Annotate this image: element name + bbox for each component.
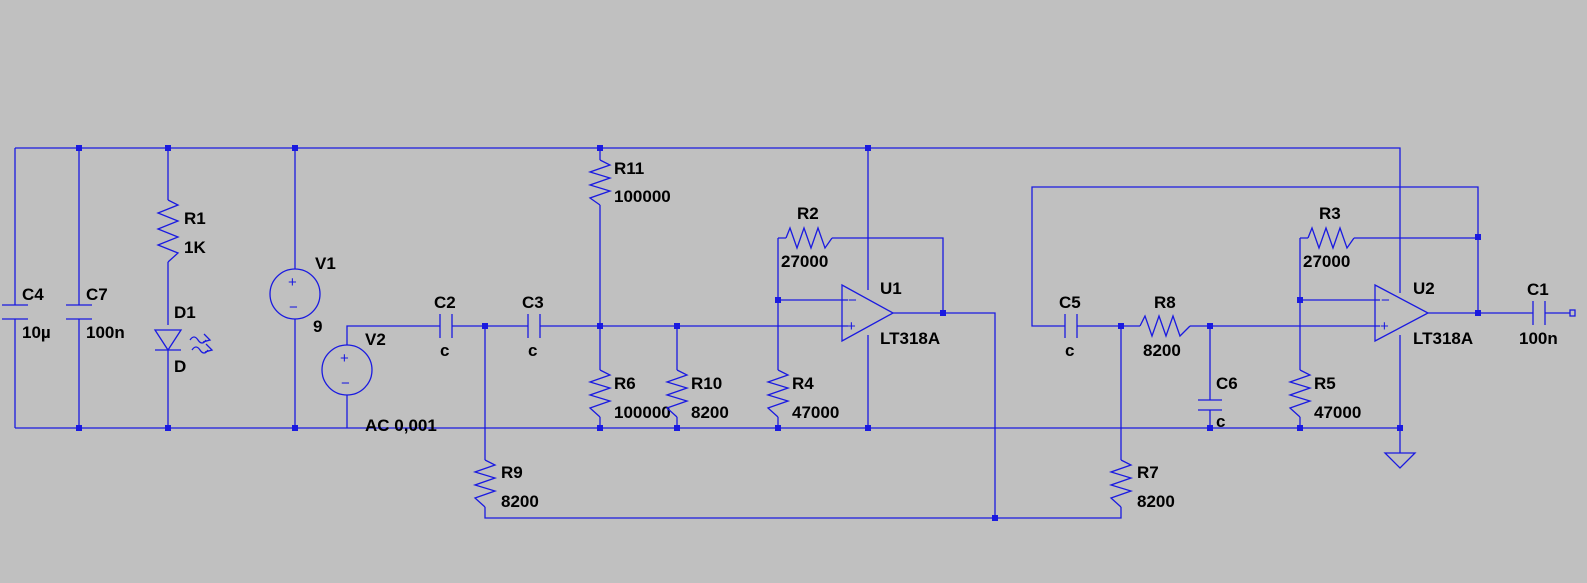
v2-ref: V2 xyxy=(365,330,386,349)
resistor-r4[interactable]: R4 47000 xyxy=(765,369,839,422)
r4-ref: R4 xyxy=(792,374,814,393)
r3-ref: R3 xyxy=(1319,204,1341,223)
r1-value: 1K xyxy=(184,238,206,257)
resistor-r2[interactable]: R2 27000 xyxy=(781,204,833,271)
c1-ref: C1 xyxy=(1527,280,1549,299)
capacitor-c5[interactable]: C5 c xyxy=(1059,293,1081,360)
resistor-r1[interactable]: R1 1K xyxy=(156,199,206,263)
r3-value: 27000 xyxy=(1303,252,1350,271)
c6-ref: C6 xyxy=(1216,374,1238,393)
r10-ref: R10 xyxy=(691,374,722,393)
c6-value: c xyxy=(1216,412,1225,431)
v2-minus: − xyxy=(341,375,350,392)
u2-plus: + xyxy=(1380,318,1389,335)
voltage-source-v2[interactable]: + − V2 AC 0,001 xyxy=(321,330,437,435)
r10-value: 8200 xyxy=(691,403,729,422)
led-d1[interactable]: D1 D xyxy=(153,303,214,376)
r8-value: 8200 xyxy=(1143,341,1181,360)
resistor-r9[interactable]: R9 8200 xyxy=(472,459,539,511)
r6-ref: R6 xyxy=(614,374,636,393)
c2-value: c xyxy=(440,341,449,360)
capacitor-c6[interactable]: C6 c xyxy=(1198,374,1238,431)
r1-ref: R1 xyxy=(184,209,206,228)
c4-ref: C4 xyxy=(22,285,44,304)
c1-value: 100n xyxy=(1519,329,1558,348)
v1-value: 9 xyxy=(313,317,322,336)
r5-ref: R5 xyxy=(1314,374,1336,393)
capacitor-c7[interactable]: C7 100n xyxy=(66,285,125,342)
u1-ref: U1 xyxy=(880,279,902,298)
r6-value: 100000 xyxy=(614,403,671,422)
c2-ref: C2 xyxy=(434,293,456,312)
resistor-r7[interactable]: R7 8200 xyxy=(1108,459,1175,511)
c5-ref: C5 xyxy=(1059,293,1081,312)
opamp-u1[interactable]: − + U1 LT318A xyxy=(841,279,940,348)
r7-ref: R7 xyxy=(1137,463,1159,482)
opamp-u2[interactable]: − + U2 LT318A xyxy=(1374,279,1473,348)
r7-value: 8200 xyxy=(1137,492,1175,511)
r8-ref: R8 xyxy=(1154,293,1176,312)
r11-value: 100000 xyxy=(614,187,671,206)
capacitor-c2[interactable]: C2 c xyxy=(434,293,456,360)
r2-value: 27000 xyxy=(781,252,828,271)
capacitor-c1[interactable]: C1 100n xyxy=(1519,280,1576,348)
u2-ref: U2 xyxy=(1413,279,1435,298)
d1-ref: D1 xyxy=(174,303,196,322)
c7-ref: C7 xyxy=(86,285,108,304)
c3-ref: C3 xyxy=(522,293,544,312)
v2-value: AC 0,001 xyxy=(365,416,437,435)
r5-value: 47000 xyxy=(1314,403,1361,422)
r11-ref: R11 xyxy=(614,159,644,178)
capacitor-c4[interactable]: C4 10µ xyxy=(2,285,51,342)
r9-ref: R9 xyxy=(501,463,523,482)
u1-minus: − xyxy=(848,292,857,309)
c5-value: c xyxy=(1065,341,1074,360)
voltage-source-v1[interactable]: + − V1 9 xyxy=(269,254,336,336)
v1-ref: V1 xyxy=(315,254,336,273)
c4-value: 10µ xyxy=(22,323,51,342)
u2-minus: − xyxy=(1381,292,1390,309)
v1-minus: − xyxy=(289,299,298,316)
u1-value: LT318A xyxy=(880,329,940,348)
resistor-r6[interactable]: R6 100000 xyxy=(587,369,671,422)
ground-icon xyxy=(1383,452,1417,469)
resistor-r5[interactable]: R5 47000 xyxy=(1287,369,1361,422)
r9-value: 8200 xyxy=(501,492,539,511)
resistor-r10[interactable]: R10 8200 xyxy=(664,369,729,422)
c7-value: 100n xyxy=(86,323,125,342)
resistor-r8[interactable]: R8 8200 xyxy=(1139,293,1191,360)
r2-ref: R2 xyxy=(797,204,819,223)
u2-value: LT318A xyxy=(1413,329,1473,348)
u1-plus: + xyxy=(847,318,856,335)
r4-value: 47000 xyxy=(792,403,839,422)
v2-plus: + xyxy=(340,350,349,367)
c3-value: c xyxy=(528,341,537,360)
resistor-r11[interactable]: R11 100000 xyxy=(587,159,671,206)
v1-plus: + xyxy=(288,274,297,291)
resistor-r3[interactable]: R3 27000 xyxy=(1303,204,1355,271)
junctions xyxy=(76,145,1481,521)
capacitor-c3[interactable]: C3 c xyxy=(522,293,544,360)
d1-value: D xyxy=(174,357,186,376)
